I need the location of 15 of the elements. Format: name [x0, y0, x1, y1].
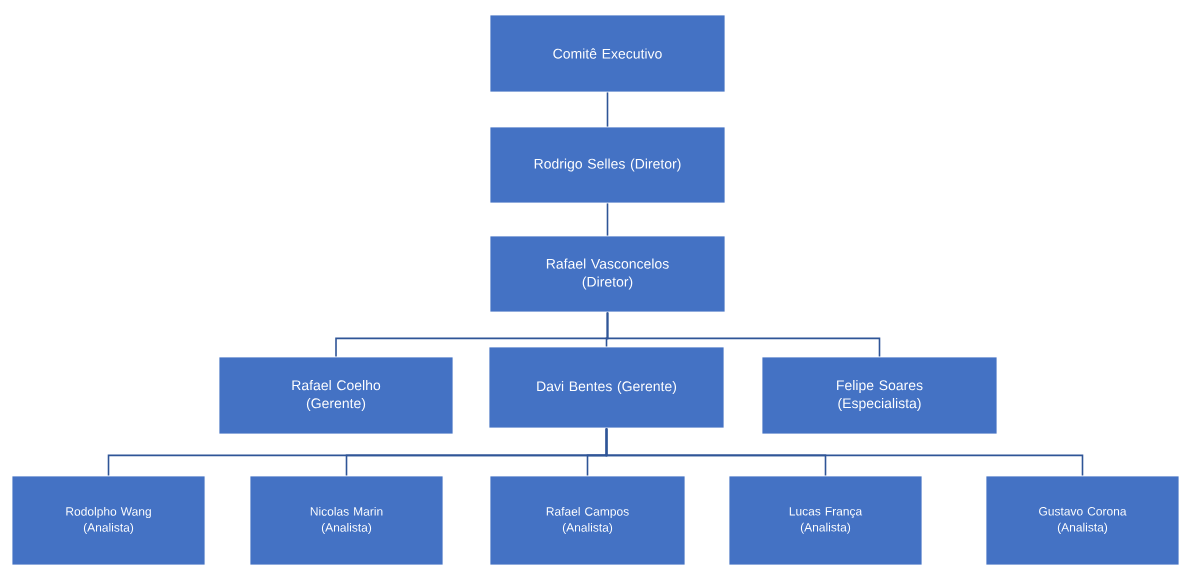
connector-line [606, 311, 881, 358]
org-box: Gustavo Corona (Analista) [985, 475, 1180, 565]
org-box: Rafael Vasconcelos (Diretor) [489, 235, 726, 313]
org-box: Rafael Campos (Analista) [489, 475, 686, 565]
org-box: Felipe Soares (Especialista) [761, 356, 998, 435]
org-box: Nicolas Marin (Analista) [249, 475, 444, 565]
connector-line [605, 427, 1084, 477]
connector-line [606, 91, 609, 128]
org-box: Rodrigo Selles (Diretor) [489, 126, 726, 204]
org-box: Davi Bentes (Gerente) [488, 346, 725, 429]
org-box: Rodolpho Wang (Analista) [11, 475, 206, 565]
org-box: Lucas França (Analista) [728, 475, 923, 565]
org-box: Comitê Executivo [489, 14, 726, 93]
connector-line [606, 202, 609, 237]
org-box: Rafael Coelho (Gerente) [218, 356, 454, 435]
